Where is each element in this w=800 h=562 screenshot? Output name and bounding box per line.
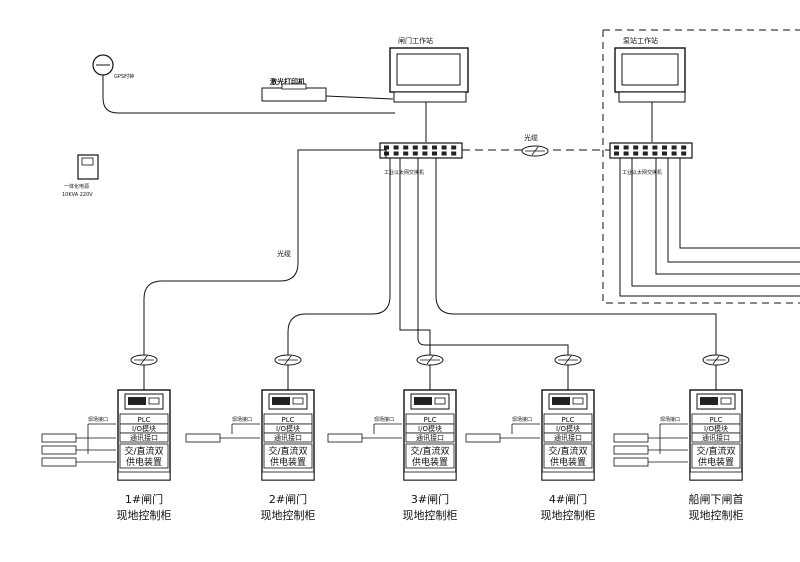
cabinet-power-line2: 供电装置 (698, 456, 734, 468)
cabinet-power-line1: 交/直流双 (268, 445, 307, 457)
cabinet-subtitle: 现地控制柜 (261, 508, 316, 522)
cabinet-row-comm: 通讯接口 (702, 433, 730, 442)
cabinet-subtitle: 现地控制柜 (689, 508, 744, 522)
cabinet-power-line2: 供电装置 (550, 456, 586, 468)
cabinet-row-io: I/O模块 (418, 424, 442, 433)
fiber-connector (554, 354, 582, 366)
field-device-box (41, 445, 77, 455)
cabinet-row-comm: 通讯接口 (274, 433, 302, 442)
cabinet-name: 3#闸门 (411, 492, 449, 506)
field-device-box (613, 457, 649, 467)
cabinet-row-io: I/O模块 (704, 424, 728, 433)
cabinet-power-line2: 供电装置 (412, 456, 448, 468)
pump-workstation-label: 泵站工作站 (623, 36, 658, 45)
gps-clock-label: GPS时钟 (114, 73, 134, 80)
field-device-box (613, 433, 649, 443)
laser-printer-label: 激光打印机 (270, 77, 305, 86)
fiber-connector (702, 354, 730, 366)
cabinet-row-plc: PLC (709, 416, 722, 424)
gate-ethernet-switch: 工业以太网交换机 (379, 142, 463, 176)
cabinet-name: 2#闸门 (269, 492, 307, 506)
cabinet-row-plc: PLC (137, 416, 150, 424)
gate-fiber-label: 光缆 (277, 249, 291, 258)
cabinet-row-plc: PLC (281, 416, 294, 424)
cabinet-row-plc: PLC (423, 416, 436, 424)
field-interface-label: 现场接口 (88, 416, 108, 423)
field-device-box (185, 433, 221, 443)
inter-switch-fiber-label: 光缆 (524, 133, 538, 142)
ups-power: 一体化电源 10KVA 220V (62, 154, 99, 198)
pump-switch-label: 工业以太网交换机 (622, 169, 662, 176)
pump-station-boundary (602, 30, 800, 304)
cabinet-row-plc: PLC (561, 416, 574, 424)
field-device-box (41, 457, 77, 467)
gate-workstation: 闸门工作站 (389, 36, 469, 103)
cabinet-name: 1#闸门 (125, 492, 163, 506)
ups-label: 一体化电源 (64, 183, 89, 190)
cabinet-power-line2: 供电装置 (126, 456, 162, 468)
cabinet-power-line1: 交/直流双 (548, 445, 587, 457)
cabinet-row-io: I/O模块 (276, 424, 300, 433)
cabinet-row-comm: 通讯接口 (554, 433, 582, 442)
field-device-box (41, 433, 77, 443)
cabinet-power-line2: 供电装置 (270, 456, 306, 468)
pump-switch-downlinks (619, 158, 800, 297)
field-interface-label: 现场接口 (512, 416, 532, 423)
cabinet-row-comm: 通讯接口 (130, 433, 158, 442)
field-device-box (613, 445, 649, 455)
cabinet-row-io: I/O模块 (556, 424, 580, 433)
field-device-box (465, 433, 501, 443)
gate-switch-label: 工业以太网交换机 (384, 169, 424, 176)
cabinet-subtitle: 现地控制柜 (403, 508, 458, 522)
ups-spec: 10KVA 220V (62, 192, 93, 198)
cabinet-subtitle: 现地控制柜 (117, 508, 172, 522)
cabinet-name: 4#闸门 (549, 492, 587, 506)
gate-switch-downlinks (143, 149, 717, 390)
cabinet-subtitle: 现地控制柜 (541, 508, 596, 522)
fiber-connector (416, 354, 444, 366)
cabinet-row-comm: 通讯接口 (416, 433, 444, 442)
cabinet-power-line1: 交/直流双 (410, 445, 449, 457)
cabinet-power-line1: 交/直流双 (124, 445, 163, 457)
cabinet-name: 船闸下闸首 (689, 492, 744, 506)
cabinet-row-io: I/O模块 (132, 424, 156, 433)
fiber-connector (274, 354, 302, 366)
field-interface-label: 现场接口 (374, 416, 394, 423)
gate-workstation-label: 闸门工作站 (398, 36, 433, 45)
fiber-connector (130, 354, 158, 366)
pump-ethernet-switch: 工业以太网交换机 (609, 142, 693, 176)
gps-clock: GPS时钟 (92, 54, 134, 80)
field-interface-label: 现场接口 (232, 416, 252, 423)
field-interface-label: 现场接口 (660, 416, 680, 423)
pump-workstation: 泵站工作站 (614, 36, 686, 103)
field-device-box (327, 433, 363, 443)
cabinet-power-line1: 交/直流双 (696, 445, 735, 457)
laser-printer: 激光打印机 (261, 77, 327, 102)
